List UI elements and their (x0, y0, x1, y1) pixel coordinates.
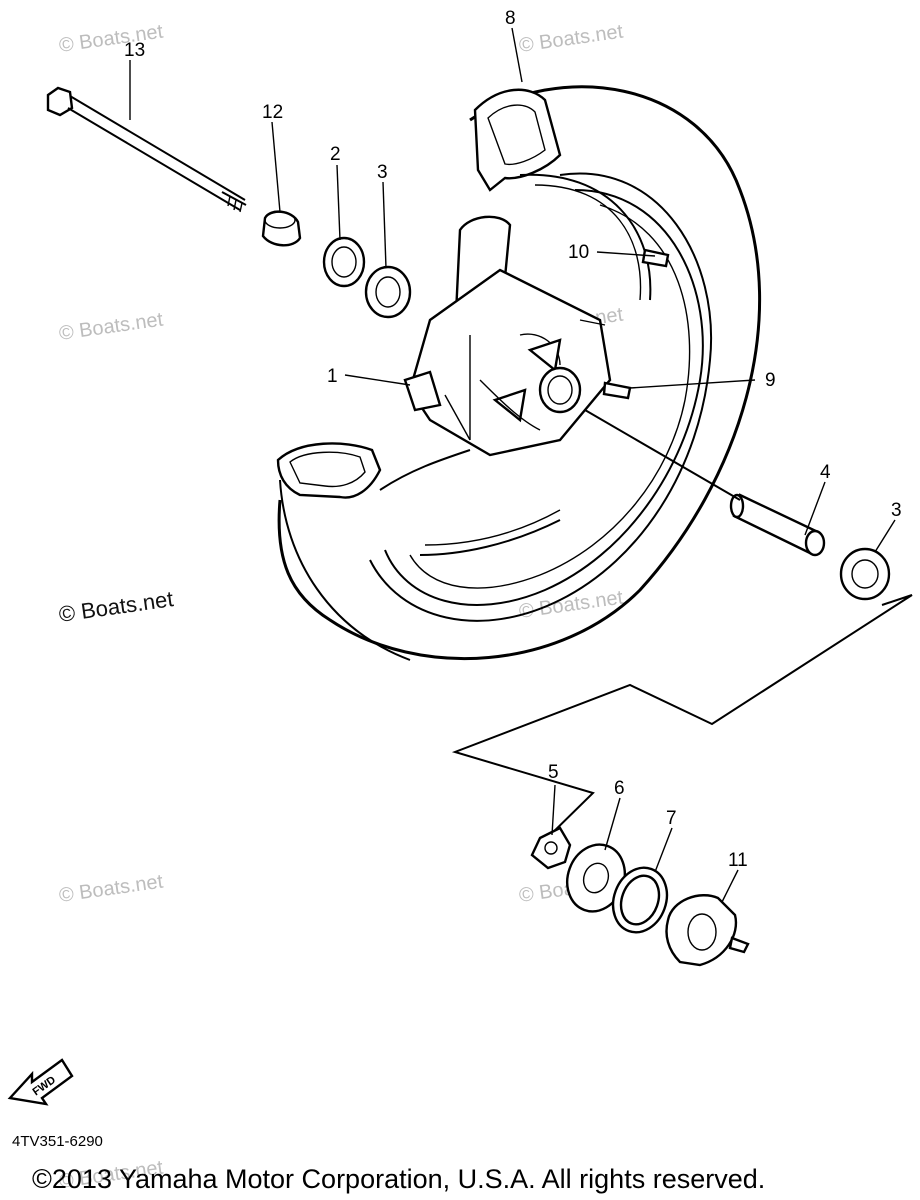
callout-13: 13 (124, 40, 145, 61)
callout-3-lower: 3 (891, 500, 902, 521)
callout-11: 11 (728, 850, 748, 871)
spacer-drawing (729, 493, 826, 557)
bearing-upper-drawing (364, 265, 412, 319)
bearing-lower-drawing (839, 547, 891, 601)
forward-arrow-icon: FWD (7, 1058, 74, 1106)
diagram-part-number: 4TV351-6290 (12, 1133, 103, 1150)
callout-5: 5 (548, 762, 559, 783)
watermark: © Boats.net (58, 871, 165, 907)
watermark: © Boats.net (58, 309, 165, 345)
axis-line (584, 409, 741, 501)
callout-6: 6 (614, 778, 625, 799)
axle-drawing (46, 86, 247, 213)
o-ring-drawing (611, 866, 669, 934)
callout-10: 10 (568, 242, 589, 263)
tire-drawing (276, 85, 762, 661)
callout-12: 12 (262, 102, 283, 123)
assembly-bracket-lines (451, 594, 913, 846)
callout-8: 8 (505, 8, 516, 29)
watermark: © Boats.net (57, 586, 175, 627)
watermarks: © Boats.net © Boats.net © Boats.net © Bo… (57, 21, 625, 1193)
hub-drawing (403, 215, 632, 457)
callout-leaders (129, 27, 896, 903)
callout-4: 4 (820, 462, 831, 483)
callout-labels: 13 12 2 3 8 10 1 9 4 3 5 6 7 11 (124, 8, 902, 871)
oil-seal-drawing (322, 236, 366, 288)
callout-7: 7 (666, 808, 677, 829)
retainer-drawing (530, 826, 572, 870)
collar-drawing (261, 210, 302, 247)
callout-3-upper: 3 (377, 162, 388, 183)
watermark: © Boats.net (518, 21, 625, 57)
callout-1: 1 (327, 366, 338, 387)
meter-gear-drawing (665, 894, 750, 967)
callout-9: 9 (765, 370, 776, 391)
watermark: © Boats.net (58, 21, 165, 57)
callout-2: 2 (330, 144, 341, 165)
copyright-notice: ©2013 Yamaha Motor Corporation, U.S.A. A… (32, 1164, 766, 1194)
